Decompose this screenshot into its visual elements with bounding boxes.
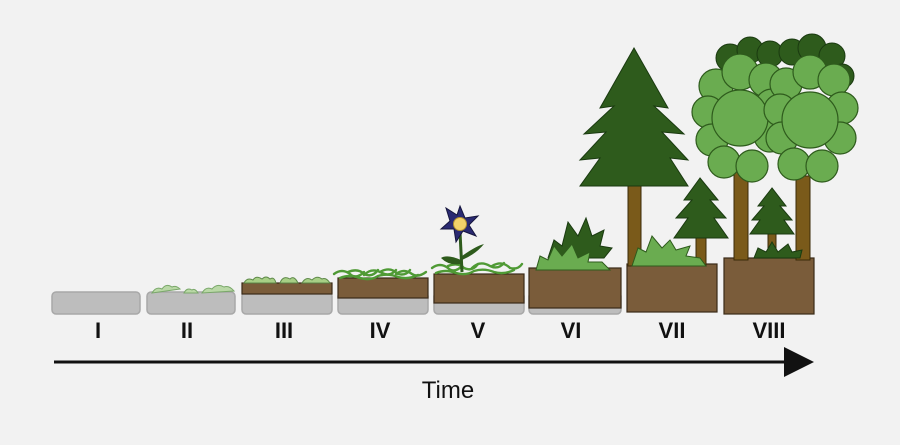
broadleaf-trunk (795, 175, 811, 261)
bare-rock (51, 291, 141, 315)
stage-label-8: VIII (752, 318, 785, 343)
broadleaf-canopy-right (763, 54, 859, 183)
soil-layer (723, 257, 815, 315)
bare-rock (146, 291, 236, 315)
lichen-patch (151, 284, 182, 294)
stage-4 (332, 268, 429, 315)
stage-1 (51, 291, 141, 315)
flower-leaf (441, 256, 461, 265)
stage-label-7: VII (659, 318, 686, 343)
flower-stem (458, 231, 464, 273)
stage-2 (146, 284, 236, 315)
conifer-tree-large (578, 46, 690, 187)
stage-label-1: I (95, 318, 101, 343)
stage-6 (528, 216, 622, 315)
flower (439, 204, 484, 273)
soil-layer (241, 282, 333, 295)
flower-leaf (462, 244, 484, 260)
axis-label-time: Time (422, 377, 474, 404)
soil-layer (433, 273, 525, 304)
stage-label-3: III (275, 318, 293, 343)
conifer-tree-small (673, 177, 729, 239)
conifer-tree-small (749, 187, 795, 235)
soil-layer (337, 277, 429, 299)
flower-center (453, 217, 467, 231)
stage-label-2: II (181, 318, 193, 343)
shrub-back (547, 216, 613, 259)
stage-label-5: V (471, 318, 486, 343)
moss-patch (243, 276, 277, 284)
shrub-front (535, 243, 612, 271)
lichen-patch (183, 288, 199, 294)
lichen-patch (201, 284, 236, 294)
soil-layer (626, 263, 718, 313)
bare-rock (241, 291, 333, 315)
stage-8 (691, 33, 859, 315)
moss-patch (279, 277, 299, 284)
stage-7 (578, 46, 729, 313)
grass-tuft (332, 268, 428, 281)
stage-label-6: VI (561, 318, 582, 343)
shrub (631, 235, 707, 267)
stage-label-4: IV (370, 318, 391, 343)
broadleaf-trunk (733, 167, 749, 261)
shrub (753, 241, 803, 259)
grass-tuft (430, 261, 524, 276)
soil-layer (528, 267, 622, 309)
stage-5 (430, 204, 525, 315)
stage-3 (241, 276, 333, 315)
moss-patch (301, 276, 331, 284)
